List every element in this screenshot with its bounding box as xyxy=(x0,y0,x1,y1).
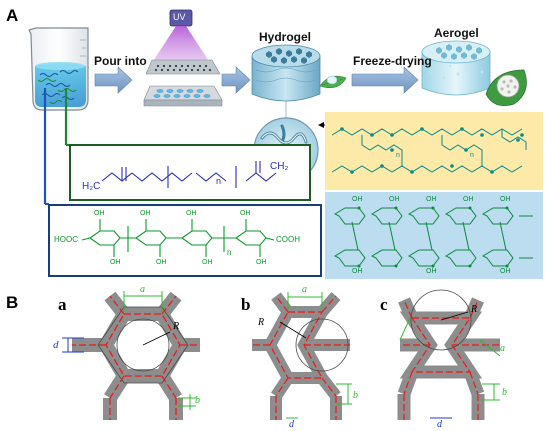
subpanel-a-letter: a xyxy=(58,295,67,314)
arrow-pour xyxy=(94,66,133,94)
blue-oh-2: OH xyxy=(389,196,400,203)
step-pour-into: Pour into xyxy=(94,54,147,68)
mold-plate xyxy=(143,85,223,107)
saccharide-oh-7: OH xyxy=(202,259,213,266)
peg-diacrylate-box xyxy=(69,144,311,201)
dim-a-b: b xyxy=(195,395,200,406)
leaf-with-droplet xyxy=(319,75,347,89)
orange-repeat-n-1: n xyxy=(396,152,400,159)
lattice-b xyxy=(252,292,352,420)
dim-a-a: a xyxy=(140,284,145,295)
saccharide-oh-4: OH xyxy=(240,210,251,217)
uv-mask-grid xyxy=(145,59,221,75)
dim-c-R: R xyxy=(471,304,478,315)
saccharide-oh-6: OH xyxy=(156,259,167,266)
blue-oh-1: OH xyxy=(352,196,363,203)
panel-letter-b: B xyxy=(6,293,19,312)
uv-label: UV xyxy=(173,12,186,22)
dim-c-b: b xyxy=(502,387,507,398)
blue-oh-4: OH xyxy=(463,196,474,203)
aerogel-on-leaf xyxy=(485,69,527,106)
orange-repeat-n-2: n xyxy=(470,152,474,159)
blue-oh-7: OH xyxy=(426,268,437,275)
dim-b-R: R xyxy=(258,317,265,328)
hydrogel-label: Hydrogel xyxy=(259,30,312,44)
peg-left-end: H₂C xyxy=(82,181,101,192)
lattice-a xyxy=(62,291,200,420)
dim-b-a: a xyxy=(302,284,307,295)
blue-oh-3: OH xyxy=(426,196,437,203)
arrow-uv-to-hydrogel xyxy=(221,66,251,94)
saccharide-oh-5: OH xyxy=(110,259,121,266)
peg-right-end: CH₂ xyxy=(270,161,289,172)
saccharide-oh-2: OH xyxy=(140,210,151,217)
dim-a-d: d xyxy=(53,339,59,351)
dim-b-b: b xyxy=(353,390,358,401)
arrow-freeze-drying xyxy=(351,66,419,94)
step-freeze-drying: Freeze-drying xyxy=(353,54,432,68)
saccharide-oh-8: OH xyxy=(256,259,267,266)
polysaccharide-box xyxy=(48,204,322,277)
dim-b-d: d xyxy=(289,419,294,430)
dim-c-a: a xyxy=(500,343,505,354)
blue-oh-8: OH xyxy=(500,268,511,275)
saccharide-repeat-n: n xyxy=(227,248,232,257)
panel-letter-a: A xyxy=(6,6,19,25)
saccharide-right-group: COOH xyxy=(276,235,300,244)
beaker xyxy=(28,27,89,111)
dim-c-d: d xyxy=(437,419,442,430)
aerogel-cylinder xyxy=(421,40,491,96)
subpanel-b-letter: b xyxy=(241,295,251,314)
lattice-c xyxy=(397,289,501,420)
dim-a-R: R xyxy=(173,321,180,332)
hydrogel-cylinder xyxy=(251,44,321,102)
peg-repeat-n: n xyxy=(216,176,222,186)
saccharide-oh-1: OH xyxy=(94,210,105,217)
saccharide-left-group: HOOC xyxy=(54,235,78,244)
blue-network-panel xyxy=(325,192,543,279)
subpanel-c-letter: c xyxy=(380,295,388,314)
blue-oh-6: OH xyxy=(352,268,363,275)
orange-network-panel xyxy=(325,112,543,190)
blue-oh-5: OH xyxy=(500,196,511,203)
saccharide-oh-3: OH xyxy=(186,210,197,217)
aerogel-label: Aerogel xyxy=(434,26,479,40)
